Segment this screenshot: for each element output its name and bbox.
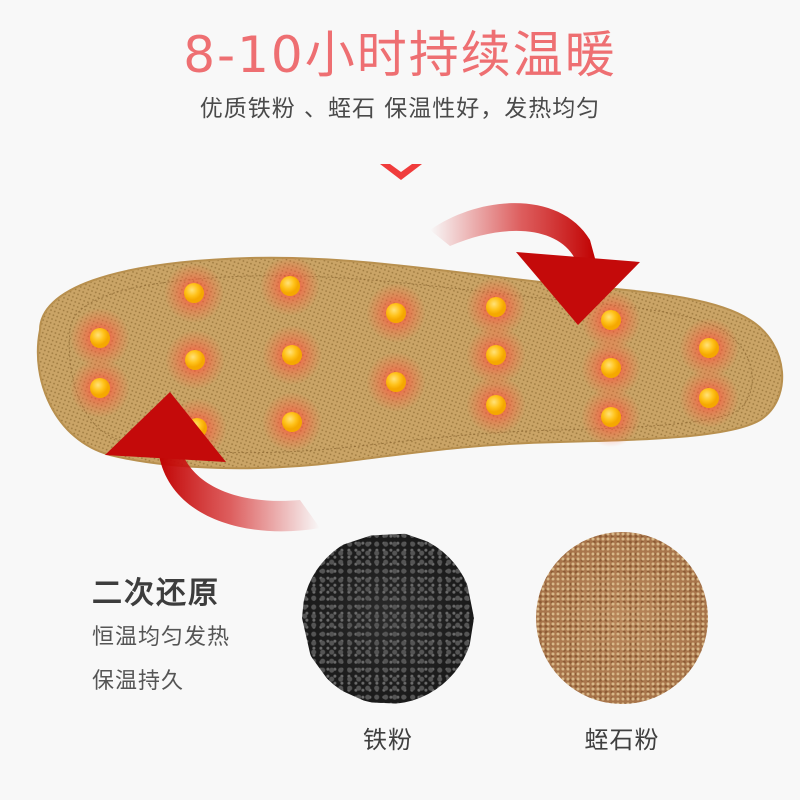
headline-title: 8-10小时持续温暖	[183, 26, 617, 84]
feature-title: 二次还原	[92, 576, 220, 611]
curved-arrow-down-icon	[430, 203, 640, 325]
headline-subtitle: 优质铁粉 、蛭石 保温性好，发热均匀	[199, 96, 601, 122]
feature-line: 保温持久	[92, 669, 185, 694]
vermiculite-powder-label: 蛭石粉	[584, 726, 660, 754]
vermiculite-powder-image	[536, 532, 708, 704]
iron-powder-label: 铁粉	[363, 726, 413, 754]
feature-line: 恒温均匀发热	[92, 625, 231, 650]
iron-powder-image	[302, 533, 474, 704]
curved-arrow-up-icon	[105, 392, 320, 532]
chevron-down-icon	[380, 164, 422, 180]
insole-illustration	[36, 203, 784, 532]
feature-block: 二次还原 恒温均匀发热 保温持久	[92, 572, 230, 704]
